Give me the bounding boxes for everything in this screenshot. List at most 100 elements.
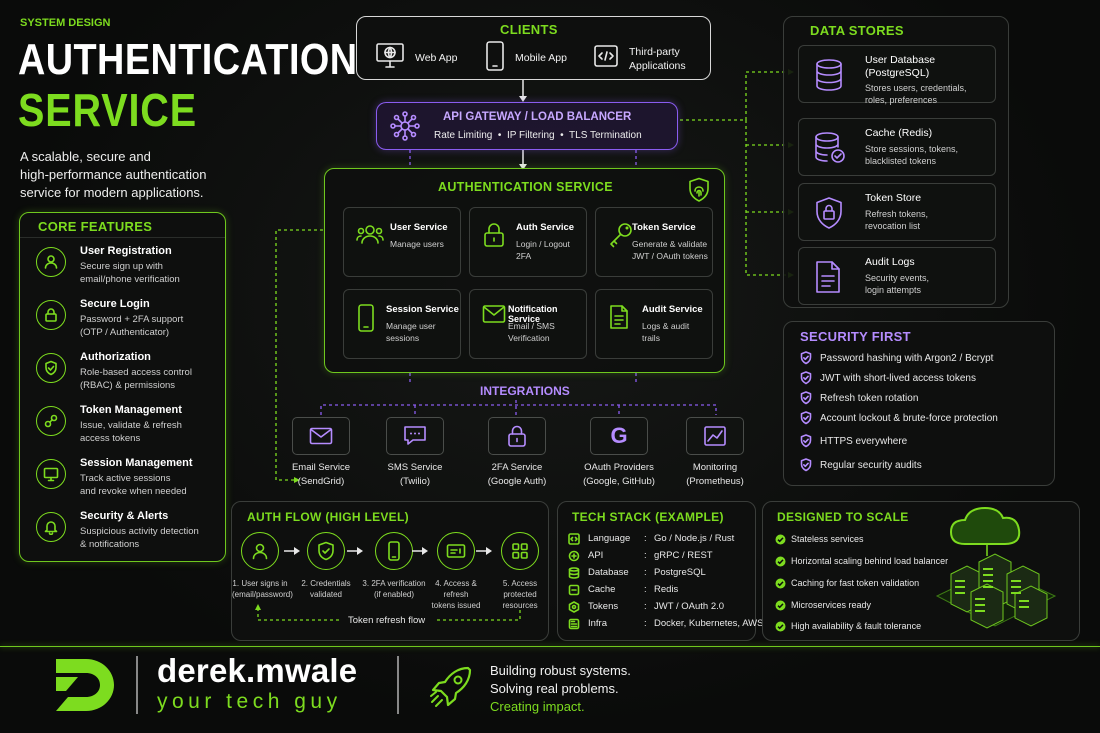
footer-slogan: Building robust systems. Solving real pr… — [490, 662, 631, 716]
client-mobile-app — [485, 41, 505, 71]
footer-divider — [0, 646, 1100, 647]
service-title: Notification Service — [508, 304, 558, 324]
check-circle-icon — [775, 621, 786, 632]
feature-title: Security & Alerts — [80, 510, 169, 522]
auth-flow-panel: AUTH FLOW (HIGH LEVEL) 1. User signs in(… — [231, 501, 549, 641]
gateway-title: API GATEWAY / LOAD BALANCER — [443, 111, 632, 123]
code-icon — [594, 45, 618, 67]
google-g-icon: G — [610, 423, 628, 448]
mail-icon — [482, 304, 506, 324]
data-stores-panel: DATA STORES User Database(PostgreSQL) St… — [783, 16, 1009, 308]
auth-service-panel: AUTHENTICATION SERVICE User Service Mana… — [324, 168, 725, 373]
globe-monitor-icon — [376, 43, 404, 68]
brand-tagline: your tech guy — [157, 690, 342, 713]
subtitle-line: A scalable, secure and — [20, 149, 151, 164]
service-title: Token Service — [632, 222, 696, 233]
lock-icon — [36, 300, 66, 330]
slogan-line: Solving real problems. — [490, 681, 619, 696]
feature-desc: Suspicious activity detection& notificat… — [80, 526, 199, 550]
shield-check-icon — [36, 353, 66, 383]
store-audit-logs: Audit Logs Security events,login attempt… — [798, 247, 996, 305]
lock-icon — [482, 222, 506, 248]
cloud-icon — [568, 618, 580, 630]
security-title: SECURITY FIRST — [800, 329, 911, 344]
mail-icon — [309, 427, 333, 445]
service-title: Audit Service — [642, 304, 703, 315]
feature-item: Token Management Issue, validate & refre… — [32, 404, 232, 454]
flow-arrows — [255, 547, 521, 621]
brand-logo — [52, 655, 118, 715]
footer-separator — [136, 656, 138, 714]
scale-panel: DESIGNED TO SCALE Stateless services Hor… — [762, 501, 1080, 641]
document-icon — [608, 304, 630, 330]
user-icon — [36, 247, 66, 277]
feature-title: User Registration — [80, 245, 172, 257]
service-title: Session Service — [386, 304, 459, 315]
integrations-title: INTEGRATIONS — [480, 384, 570, 398]
client-third-party — [593, 43, 619, 69]
shield-check-icon — [800, 391, 812, 405]
users-icon — [356, 222, 384, 246]
phone-icon — [356, 304, 376, 332]
client-web-app — [375, 41, 405, 69]
subtitle-line: service for modern applications. — [20, 185, 204, 200]
fingerprint-shield-icon — [687, 177, 711, 203]
eyebrow: SYSTEM DESIGN — [20, 17, 111, 29]
api-gateway-panel: API GATEWAY / LOAD BALANCER Rate Limitin… — [376, 102, 678, 150]
database-icon — [813, 58, 845, 92]
feature-title: Authorization — [80, 351, 151, 363]
integration-oauth: G OAuth Providers(Google, GitHub) — [573, 417, 665, 489]
integration-monitoring: Monitoring(Prometheus) — [669, 417, 761, 489]
check-circle-icon — [775, 534, 786, 545]
feature-desc: Password + 2FA support(OTP / Authenticat… — [80, 314, 184, 338]
phone-icon — [486, 41, 504, 71]
check-circle-icon — [775, 556, 786, 567]
auth-service-title: AUTHENTICATION SERVICE — [438, 180, 613, 194]
database-check-icon — [813, 131, 847, 165]
core-features-panel: CORE FEATURES User Registration Secure s… — [19, 212, 226, 562]
shield-check-icon — [800, 434, 812, 448]
shield-check-icon — [800, 351, 812, 365]
client-label: Web App — [415, 52, 458, 64]
clients-title: CLIENTS — [500, 22, 558, 37]
core-features-title: CORE FEATURES — [38, 219, 153, 234]
bell-icon — [36, 512, 66, 542]
key-icon — [36, 406, 66, 436]
refresh-flow-label: Token refresh flow — [348, 615, 426, 626]
key-icon — [608, 222, 634, 248]
cloud-servers-illustration — [935, 506, 1057, 629]
page-title-accent: SERVICE — [18, 84, 197, 136]
rocket-icon — [428, 664, 474, 710]
ticket-icon — [437, 532, 475, 570]
shield-check-icon — [800, 371, 812, 385]
client-label: Mobile App — [515, 52, 567, 64]
monitor-icon — [36, 459, 66, 489]
security-panel: SECURITY FIRST Password hashing with Arg… — [783, 321, 1055, 486]
network-hub-icon — [389, 110, 421, 142]
code-icon — [568, 533, 580, 545]
store-cache: Cache (Redis) Store sessions, tokens,bla… — [798, 118, 996, 176]
feature-item: Session Management Track active sessions… — [32, 457, 232, 507]
feature-title: Token Management — [80, 404, 182, 416]
subtitle-line: high-performance authentication — [20, 167, 207, 182]
service-title: Auth Service — [516, 222, 575, 233]
feature-title: Secure Login — [80, 298, 150, 310]
shield-check-icon — [800, 458, 812, 472]
shield-check-icon — [307, 532, 345, 570]
gateway-features: Rate Limiting • IP Filtering • TLS Termi… — [434, 130, 642, 141]
tech-stack-title: TECH STACK (EXAMPLE) — [572, 510, 724, 524]
